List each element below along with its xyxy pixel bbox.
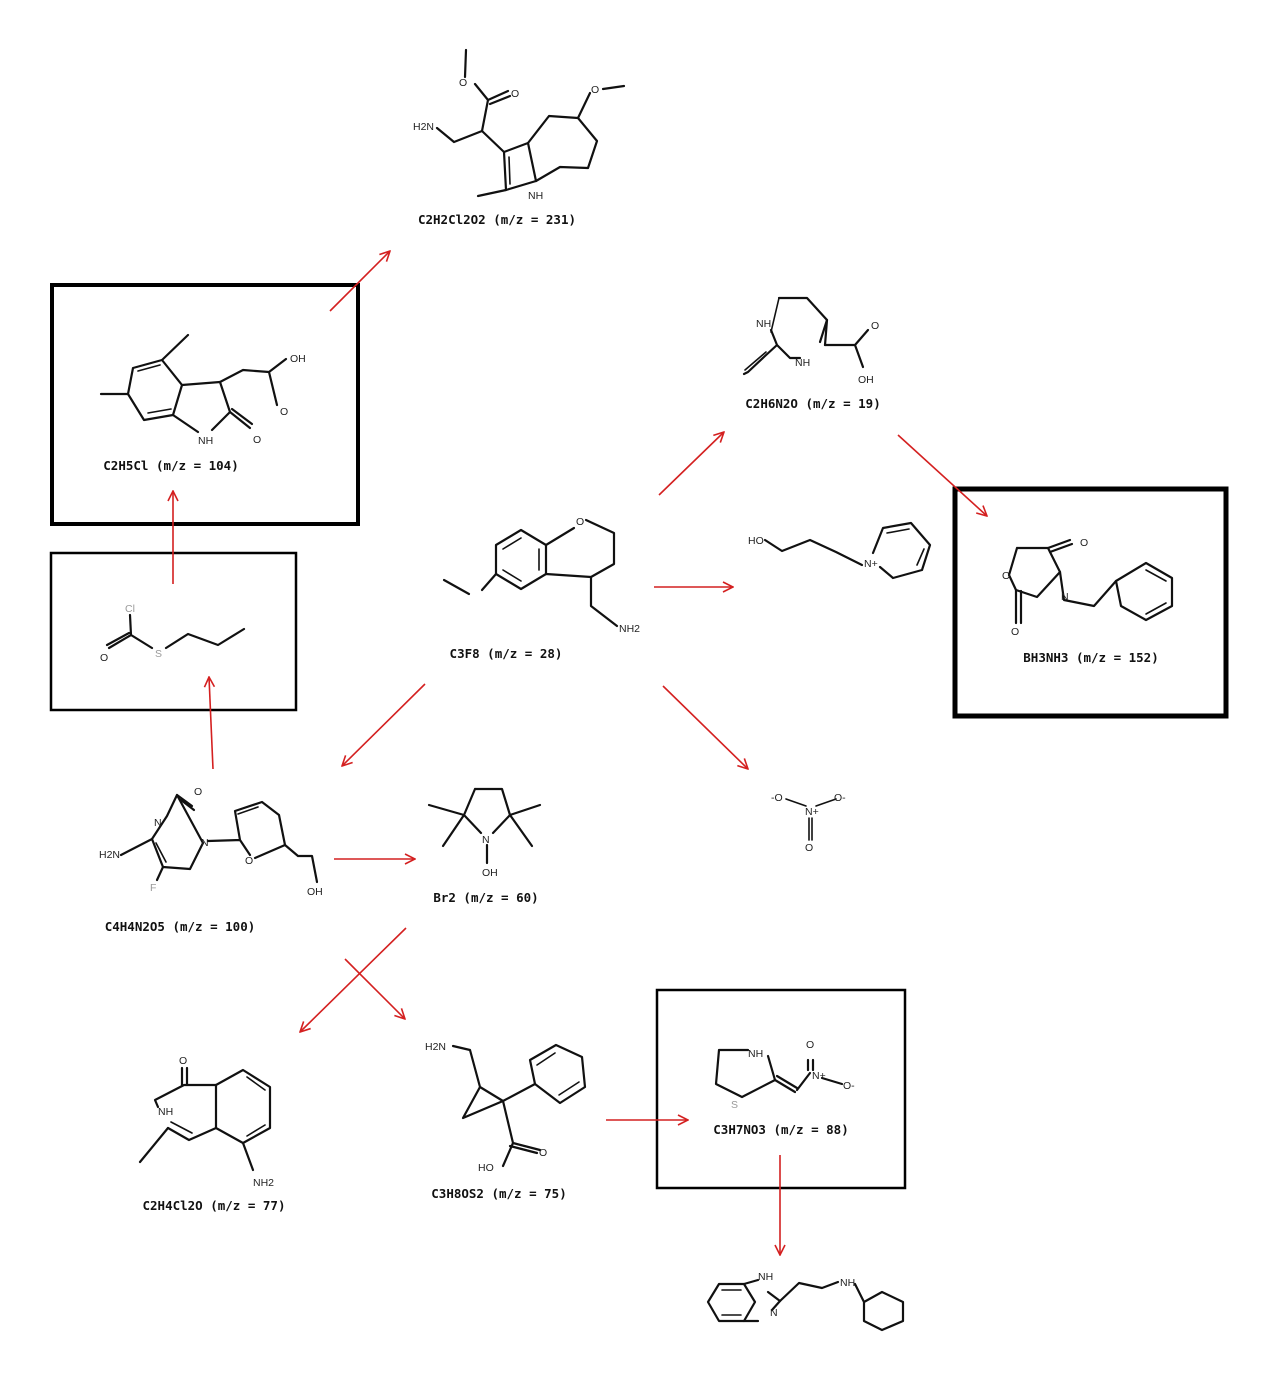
center-atom-nh2: NH2 xyxy=(619,623,640,635)
molecule-br2: N OH Br2 (m/z = 60) xyxy=(427,787,542,905)
molecule-pyridinium: HO N+ xyxy=(748,521,932,580)
arrow-c2h6n2o-to-bh3nh3 xyxy=(897,434,987,516)
highlight-box-bh3nh3 xyxy=(952,486,1229,719)
molecule-bh3nh3: O O N O BH3NH3 (m/z = 152) xyxy=(1002,537,1174,665)
nitrate-atom-o3: O xyxy=(805,842,813,854)
c3h7no3-atom-n: N+ xyxy=(812,1070,826,1082)
arrow-br2-to-c2h4cl2o xyxy=(300,927,407,1032)
br2-atom-n: N xyxy=(482,834,490,846)
c3h8os2-atom-o: O xyxy=(539,1147,547,1159)
c2h6n2o-atom-oh: OH xyxy=(858,374,874,386)
molecule-benzimidazole: NH N NH xyxy=(706,1271,905,1332)
node-label-c3h8os2: C3H8OS2 (m/z = 75) xyxy=(431,1186,566,1201)
c2h4cl2o-atom-nh: NH xyxy=(158,1106,173,1118)
chlorothio-atom-cl: Cl xyxy=(125,603,135,615)
node-label-c4h4n2o5: C4H4N2O5 (m/z = 100) xyxy=(105,919,256,934)
arrow-center-to-nitrate xyxy=(662,685,748,769)
molecule-c3h8os2: H2N HO O C3H8OS2 (m/z = 75) xyxy=(425,1041,587,1201)
bh3nh3-atom-o3: O xyxy=(1011,626,1019,638)
c4h4n2o5-atom-n1: N xyxy=(154,817,162,829)
node-label-c2h4cl2o: C2H4Cl2O (m/z = 77) xyxy=(143,1198,286,1213)
node-label-c2h6n2o: C2H6N2O (m/z = 19) xyxy=(745,396,880,411)
c3h7no3-atom-nh: NH xyxy=(748,1048,763,1060)
c2h5cl-atom-nh: NH xyxy=(198,435,213,447)
bh3nh3-atom-o1: O xyxy=(1002,570,1010,582)
c2h6n2o-atom-nh1: NH xyxy=(756,318,771,330)
highlight-box-c3h7no3 xyxy=(655,988,907,1190)
c4h4n2o5-atom-oh: OH xyxy=(307,886,323,898)
c3h7no3-atom-s: S xyxy=(731,1099,738,1111)
center-atom-o: O xyxy=(576,516,584,528)
chlorothio-atom-o: O xyxy=(100,652,108,664)
benzimidazole-atom-nh1: NH xyxy=(758,1271,773,1283)
node-label-c3h7no3: C3H7NO3 (m/z = 88) xyxy=(713,1122,848,1137)
c2h6n2o-atom-o: O xyxy=(871,320,879,332)
c4h4n2o5-atom-o2: O xyxy=(245,855,253,867)
molecule-c2h5cl: OH O O NH C2H5Cl (m/z = 104) xyxy=(99,333,306,473)
arrow-br2-to-c3h8os2 xyxy=(344,958,405,1019)
chlorothio-atom-s: S xyxy=(155,648,162,660)
c4h4n2o5-atom-h2n: H2N xyxy=(99,849,120,861)
molecule-c2h4cl2o: O NH NH2 C2H4Cl2O (m/z = 77) xyxy=(138,1055,286,1213)
nitrate-atom-o2: O- xyxy=(834,792,846,804)
molecule-c2h6n2o: NH NH O OH C2H6N2O (m/z = 19) xyxy=(742,296,881,411)
highlight-box-c2h5cl xyxy=(50,283,360,526)
pyridinium-atom-ho: HO xyxy=(748,535,764,547)
molecule-chlorothio: Cl O S xyxy=(100,603,246,664)
c2h4cl2o-atom-o: O xyxy=(179,1055,187,1067)
pyridinium-atom-n: N+ xyxy=(864,558,878,570)
molecule-nitrate: -O N+ O- O xyxy=(771,792,846,854)
node-label-center: C3F8 (m/z = 28) xyxy=(450,646,563,661)
benzimidazole-atom-nh2: NH xyxy=(840,1277,855,1289)
node-label-br2: Br2 (m/z = 60) xyxy=(433,890,538,905)
c4h4n2o5-atom-n2: N xyxy=(201,837,209,849)
nitrate-atom-n: N+ xyxy=(805,806,819,818)
node-label-c2h5cl: C2H5Cl (m/z = 104) xyxy=(103,458,238,473)
node-label-bh3nh3: BH3NH3 (m/z = 152) xyxy=(1023,650,1158,665)
c3h8os2-atom-ho: HO xyxy=(478,1162,494,1174)
molecule-center: O NH2 C3F8 (m/z = 28) xyxy=(442,516,640,661)
top-atom-o3: O xyxy=(591,84,599,96)
node-label-top: C2H2Cl2O2 (m/z = 231) xyxy=(418,212,576,227)
top-atom-nh: NH xyxy=(528,190,543,202)
c2h5cl-atom-o2: O xyxy=(253,434,261,446)
top-atom-o1: O xyxy=(459,77,467,89)
top-atom-h2n: H2N xyxy=(413,121,434,133)
top-atom-o2: O xyxy=(511,88,519,100)
c2h5cl-atom-o1: O xyxy=(280,406,288,418)
arrow-c4h4n2o5-to-chlorothio xyxy=(209,677,213,770)
molecule-c3h7no3: NH S O N+ O- C3H7NO3 (m/z = 88) xyxy=(713,1039,855,1137)
c2h6n2o-atom-nh2: NH xyxy=(795,357,810,369)
c4h4n2o5-atom-o: O xyxy=(194,786,202,798)
c4h4n2o5-atom-f: F xyxy=(150,882,156,894)
molecule-c4h4n2o5: O N H2N N O F OH C4H4N2O5 (m/z = 100) xyxy=(99,786,323,934)
c3h7no3-atom-o2: O- xyxy=(843,1080,855,1092)
c2h5cl-atom-oh: OH xyxy=(290,353,306,365)
molecule-top: O O O H2N NH C2H2Cl2O2 (m/z = 231) xyxy=(413,48,626,227)
arrow-center-to-c2h6n2o xyxy=(658,432,724,496)
arrow-center-to-c4h4n2o5 xyxy=(342,683,426,766)
c3h8os2-atom-h2n: H2N xyxy=(425,1041,446,1053)
reaction-arrows xyxy=(173,251,987,1255)
bh3nh3-atom-o2: O xyxy=(1080,537,1088,549)
bh3nh3-atom-n: N xyxy=(1061,591,1069,603)
c2h4cl2o-atom-nh2: NH2 xyxy=(253,1177,274,1189)
arrow-c2h5cl-to-top xyxy=(329,251,390,312)
br2-atom-oh: OH xyxy=(482,867,498,879)
benzimidazole-atom-n: N xyxy=(770,1307,778,1319)
nitrate-atom-o1: -O xyxy=(771,792,783,804)
c3h7no3-atom-o: O xyxy=(806,1039,814,1051)
